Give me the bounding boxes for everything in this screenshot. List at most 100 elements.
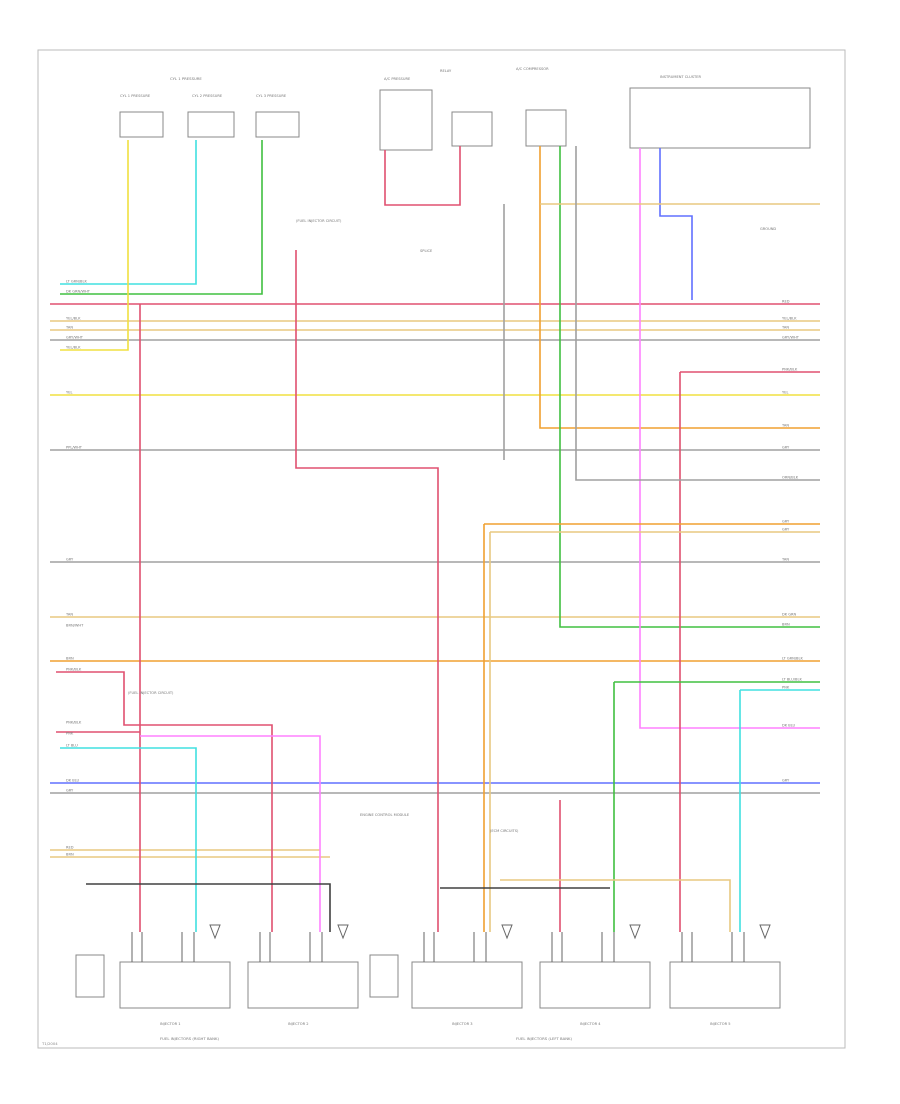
wire-pink-cluster — [639, 148, 820, 729]
diagram-frame — [37, 49, 846, 1049]
right-wire-label: GRY — [782, 520, 790, 524]
left-wire-label: BRN — [66, 657, 74, 661]
ac-pressure-label: A/C PRESSURE — [384, 77, 411, 81]
left-wire-label: DK BLU — [66, 779, 80, 783]
left-wire-label: RED — [66, 846, 74, 850]
figure-code: T1/2004 — [41, 1041, 58, 1046]
ac-pressure-switch — [379, 89, 433, 151]
caption-right-bank: FUEL INJECTORS (RIGHT BANK) — [160, 1036, 219, 1041]
right-wire-label: TAN — [781, 424, 789, 428]
note-fuel-injector-circuit: (FUEL INJECTOR CIRCUIT) — [296, 219, 342, 223]
right-wire-label: YEL/BLK — [782, 317, 797, 321]
right-wire-label: LT GRN/BLK — [782, 657, 803, 661]
wire-orange-ac — [539, 146, 820, 429]
note-injector-feed: (FUEL INJECTOR CIRCUIT) — [128, 691, 174, 695]
left-wire-label: YEL/BLK — [66, 346, 81, 350]
left-wire-label: LT GRN/BLK — [66, 280, 87, 284]
sensor-b-body — [187, 111, 235, 138]
wire-cyan-feed-2 — [60, 747, 197, 932]
right-wire-label: BRN — [782, 623, 790, 627]
notes: (FUEL INJECTOR CIRCUIT) SPLICE ENGINE CO… — [128, 219, 776, 833]
shield-ground-icon — [501, 924, 513, 940]
injector-label: INJECTOR 3 — [452, 1022, 473, 1026]
left-wire-label: GRY/WHT — [66, 336, 84, 340]
wire-red-feed-5 — [56, 671, 273, 932]
instrument-cluster-body — [629, 87, 811, 149]
right-wire-label: RED — [782, 300, 790, 304]
shield-ground-icon — [759, 924, 771, 940]
right-wire-label: YEL — [782, 391, 788, 395]
right-wire-label: TAN — [781, 558, 789, 562]
right-wire-label: TAN — [781, 326, 789, 330]
right-wire-label: GRY/WHT — [782, 336, 800, 340]
caption-left-bank: FUEL INJECTORS (LEFT BANK) — [516, 1036, 573, 1041]
left-wire-label: BRN — [66, 853, 74, 857]
shield-ground-icon — [209, 924, 221, 940]
left-wire-label: TAN — [65, 326, 73, 330]
left-wire-label: YEL/BLK — [66, 317, 81, 321]
left-wire-label: PNK/BLK — [66, 721, 82, 725]
sensor-c-label: CYL 3 PRESSURE — [256, 94, 287, 98]
wire-green-ac — [559, 146, 820, 628]
left-wire-label: TAN — [65, 613, 73, 617]
wire-yellow-sensor — [60, 140, 129, 351]
injector-body — [411, 961, 523, 1009]
sensor-b-label: CYL 2 PRESSURE — [192, 94, 223, 98]
left-wire-label: GRY — [66, 558, 74, 562]
ground-block-left — [369, 954, 399, 998]
right-wire-label: ORN/BLK — [782, 476, 799, 480]
ac-compressor-label: A/C COMPRESSOR — [516, 67, 549, 71]
injector-label: INJECTOR 4 — [580, 1022, 601, 1026]
wire-red-ac — [384, 146, 461, 206]
right-wire-label: GRY — [782, 528, 790, 532]
ac-compressor-body — [525, 109, 567, 147]
sensor-a-body — [119, 111, 164, 138]
left-wire-label: PPL/WHT — [66, 446, 83, 450]
ground-symbols — [75, 954, 399, 998]
wire-cyan-sensor — [60, 140, 197, 285]
wire-gray-right — [575, 146, 820, 481]
injector-body — [669, 961, 781, 1009]
ground-block-right — [75, 954, 105, 998]
right-wire-labels: RED YEL/BLK TAN GRY/WHT PNK/BLK YEL TAN GRY ORN/… — [781, 300, 803, 783]
left-wire-label: LT BLU — [66, 744, 78, 748]
right-wire-label: PNK/BLK — [782, 368, 798, 372]
wire-blue-cluster — [659, 148, 693, 300]
shield-ground-icon — [337, 924, 349, 940]
right-wire-label: LT BLU/BLK — [782, 678, 802, 682]
right-wire-label: PNK — [782, 686, 790, 690]
injector-body — [247, 961, 359, 1009]
injector-label: INJECTOR 5 — [710, 1022, 731, 1026]
injector-body — [539, 961, 651, 1009]
left-wire-label: GRY — [66, 789, 74, 793]
left-wire-label: PNK/BLK — [66, 668, 82, 672]
relay-label: RELAY — [440, 69, 452, 73]
right-wire-label: GRY — [782, 779, 790, 783]
left-wire-label: BRN/WHT — [66, 624, 84, 628]
injector-label: INJECTOR 1 — [160, 1022, 181, 1026]
note-splice: SPLICE — [420, 249, 433, 253]
note-ecm: ENGINE CONTROL MODULE — [360, 813, 410, 817]
injector-label: INJECTOR 2 — [288, 1022, 309, 1026]
relay-body — [451, 111, 493, 147]
wire-pink-feed — [140, 735, 321, 932]
wires — [50, 140, 820, 932]
left-wire-label: DK GRN/WHT — [66, 290, 91, 294]
left-wire-label: PNK — [66, 732, 74, 736]
left-wire-label: YEL — [66, 391, 72, 395]
right-wire-label: DK BLU — [782, 724, 796, 728]
note-ecm-circuits: (ECM CIRCUITS) — [490, 829, 519, 833]
wire-green-sensor — [60, 140, 263, 295]
injectors: INJECTOR 1 INJECTOR 2 INJECTOR 3 INJECTOR 4… — [119, 924, 781, 1026]
shield-ground-icon — [629, 924, 641, 940]
instrument-cluster-label: INSTRUMENT CLUSTER — [660, 75, 701, 79]
wire-red-feed-2 — [295, 250, 439, 932]
sensor-group-title: CYL 1 PRESSURE — [170, 76, 202, 81]
sensor-a-label: CYL 1 PRESSURE — [120, 94, 151, 98]
wire-tan-feed-2 — [500, 879, 731, 932]
note-ground: GROUND — [760, 227, 776, 231]
sensor-c-body — [255, 111, 300, 138]
right-wire-label: DK GRN — [782, 613, 797, 617]
